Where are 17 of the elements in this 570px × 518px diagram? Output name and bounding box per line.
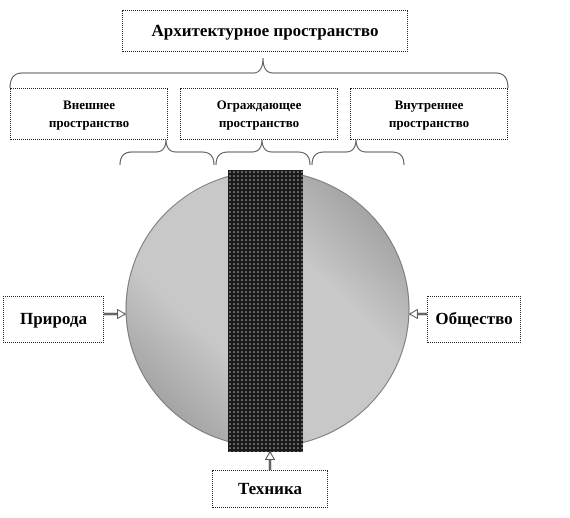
text-box [350, 88, 508, 140]
block-arrow [265, 452, 275, 470]
text-box [180, 88, 338, 140]
text-box [427, 296, 521, 343]
text-box [3, 296, 104, 343]
box-label: Природа [20, 308, 88, 330]
text-box [122, 10, 408, 52]
text-box [10, 88, 168, 140]
block-arrow [409, 309, 427, 319]
box-label: Техника [238, 478, 302, 500]
block-arrow [104, 309, 126, 319]
text-box [212, 470, 328, 508]
box-label: Внешнее пространство [48, 96, 130, 132]
box-label: Архитектурное пространство [152, 20, 378, 42]
box-label: Внутреннее пространство [388, 96, 470, 132]
box-label: Ограждающее пространство [216, 96, 302, 132]
box-label: Общество [435, 308, 513, 330]
